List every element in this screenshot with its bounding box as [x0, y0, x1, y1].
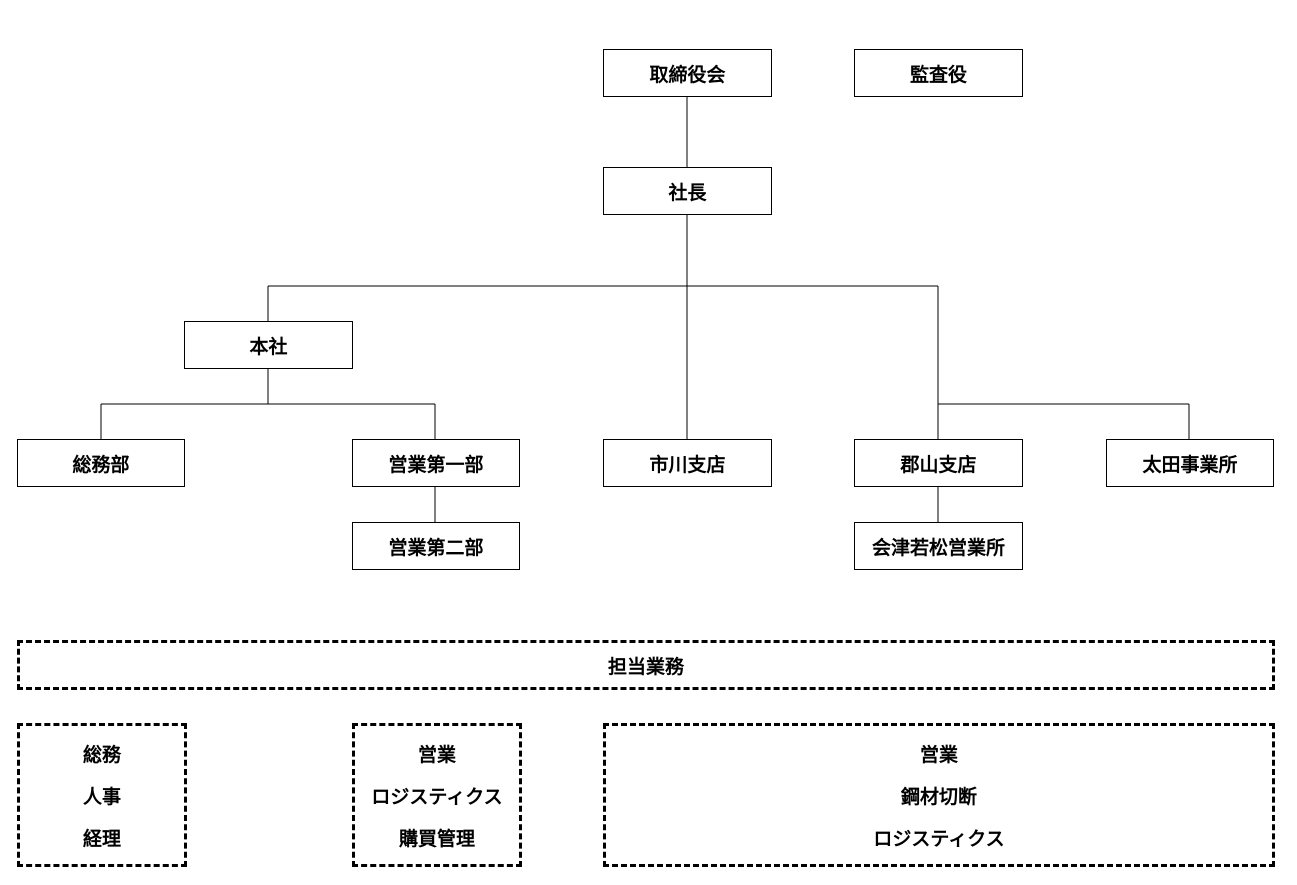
- aizu-box: 会津若松営業所: [854, 522, 1023, 570]
- duty-item: 経理: [82, 827, 121, 850]
- board-label: 取締役会: [649, 63, 726, 86]
- duty-item: 総務: [82, 743, 121, 766]
- sales-2-box: 営業第二部: [352, 522, 520, 570]
- auditor-box: 監査役: [854, 49, 1023, 97]
- duty-item: 鋼材切断: [900, 785, 977, 808]
- duty-item: 人事: [82, 785, 121, 808]
- sales-duties: 営業 ロジスティクス 購買管理: [352, 723, 522, 867]
- head-office-label: 本社: [249, 335, 288, 358]
- aizu-label: 会津若松営業所: [871, 536, 1005, 559]
- koriyama-label: 郡山支店: [900, 453, 977, 476]
- general-affairs-box: 総務部: [17, 439, 185, 487]
- duty-item: 営業: [919, 743, 958, 766]
- duties-banner: 担当業務: [17, 640, 1275, 690]
- duty-item: 営業: [417, 743, 456, 766]
- head-office-duties: 総務 人事 経理: [17, 723, 187, 867]
- president-label: 社長: [668, 181, 707, 204]
- duty-item: ロジスティクス: [873, 827, 1005, 850]
- sales-1-label: 営業第一部: [388, 453, 484, 476]
- duty-item: ロジスティクス: [371, 785, 503, 808]
- ota-box: 太田事業所: [1106, 439, 1274, 487]
- branch-duties: 営業 鋼材切断 ロジスティクス: [603, 723, 1275, 867]
- auditor-label: 監査役: [909, 63, 967, 86]
- sales-2-label: 営業第二部: [388, 536, 484, 559]
- president-box: 社長: [603, 167, 772, 215]
- duty-item: 購買管理: [398, 827, 475, 850]
- ichikawa-label: 市川支店: [649, 453, 726, 476]
- ichikawa-box: 市川支店: [603, 439, 772, 487]
- ota-label: 太田事業所: [1142, 453, 1238, 476]
- koriyama-box: 郡山支店: [854, 439, 1023, 487]
- sales-1-box: 営業第一部: [352, 439, 520, 487]
- board-box: 取締役会: [603, 49, 772, 97]
- head-office-box: 本社: [184, 321, 353, 369]
- general-affairs-label: 総務部: [72, 453, 130, 476]
- duties-title: 担当業務: [607, 655, 684, 678]
